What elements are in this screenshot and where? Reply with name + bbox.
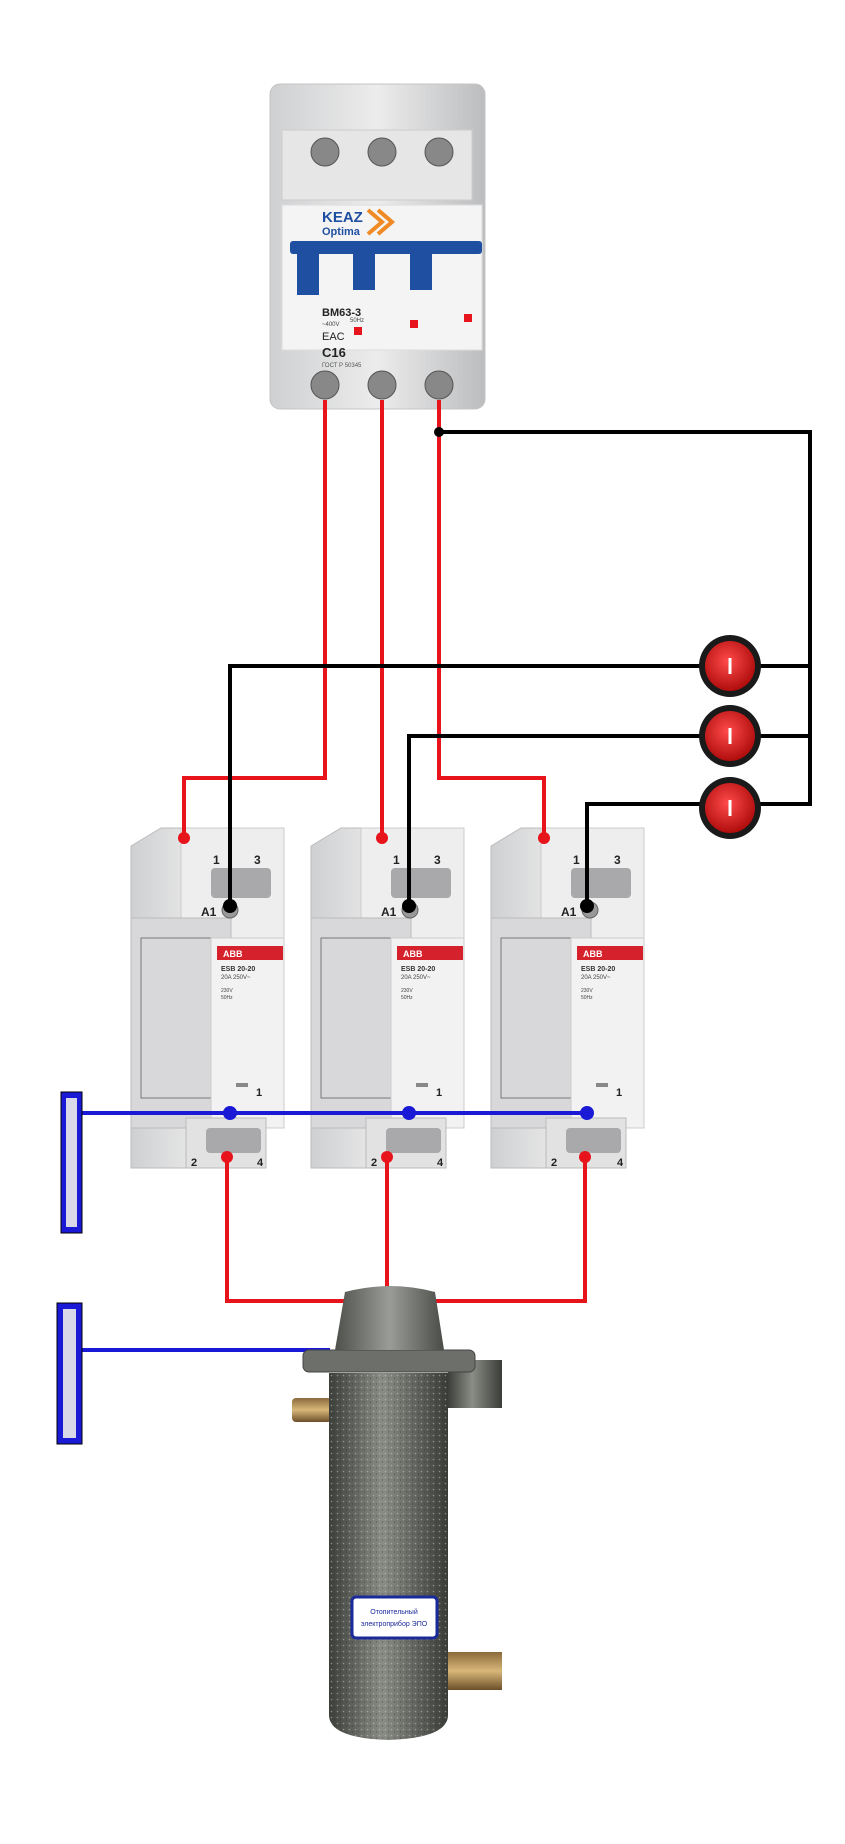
breaker-model: ВМ63-3 [322, 307, 361, 319]
control-supply-wire [439, 430, 812, 806]
terminal-2-label: 2 [191, 1157, 197, 1169]
control-wire-3 [585, 802, 700, 904]
inlet-pipe [448, 1652, 502, 1690]
keaz-logo-icon [366, 208, 396, 236]
contactor-model: ESB 20-20 [401, 966, 435, 973]
heater-label-line2: электроприбор ЭПО [361, 1620, 428, 1628]
rocker-switch-1[interactable] [699, 635, 761, 697]
phase-wire-l1 [182, 400, 327, 836]
contactor-coil-frequency: 50Hz [221, 995, 233, 1001]
breaker-rating: C16 [322, 345, 346, 360]
heater-label-line1: Отопительный [370, 1608, 418, 1616]
electric-heater: Отопительный электроприбор ЭПО [292, 1286, 502, 1740]
abb-brand-strip [577, 946, 643, 960]
abb-brand-strip [217, 946, 283, 960]
load-wires [225, 1157, 587, 1303]
breaker-cert: EAC [322, 331, 345, 343]
contactor-coil-frequency: 50Hz [581, 995, 593, 1001]
terminal-a1-label: A1 [561, 905, 577, 919]
breaker-brand: KEAZ [322, 209, 363, 226]
indicator [410, 320, 418, 328]
rocker-switch-3[interactable] [699, 777, 761, 839]
breaker-standard: ГОСТ Р 50345 [322, 363, 362, 369]
contactor-brand: ABB [223, 949, 243, 959]
contactor-coil-voltage: 230V [401, 988, 413, 994]
contactor-coil-voltage: 230V [221, 988, 233, 994]
contactor-2: ABB ESB 20-20 20A 250V~ 230V 50Hz 1 3 A1… [310, 827, 465, 1169]
circuit-breaker: KEAZ Optima ВМ63-3 ~400V 50Hz EAC C16 ГО… [269, 83, 486, 410]
terminal-4-label: 4 [617, 1157, 624, 1169]
power-symbol-icon [728, 728, 732, 744]
rocker-switch-2[interactable] [699, 705, 761, 767]
terminal-1-bottom-label: 1 [616, 1087, 622, 1099]
breaker-series: Optima [322, 226, 361, 238]
terminal-1-label: 1 [573, 853, 580, 867]
terminal-a1-label: A1 [381, 905, 397, 919]
control-wires [223, 427, 812, 913]
abb-brand-strip [397, 946, 463, 960]
contactor-model: ESB 20-20 [221, 966, 255, 973]
breaker-frequency: 50Hz [350, 318, 364, 324]
contactor-1: ABB ESB 20-20 20A 250V~ 230V 50Hz 1 3 A1… [130, 827, 285, 1169]
contactor-specs: 20A 250V~ [401, 975, 431, 981]
heater-cap [335, 1286, 444, 1350]
terminal-4-label: 4 [257, 1157, 264, 1169]
breaker-toggle-bar[interactable] [290, 241, 482, 254]
contactor-specs: 20A 250V~ [221, 975, 251, 981]
contactor-3: ABB ESB 20-20 20A 250V~ 230V 50Hz 1 3 A1… [490, 827, 645, 1169]
breaker-voltage: ~400V [322, 322, 340, 328]
terminal-4-label: 4 [437, 1157, 444, 1169]
indicator [464, 314, 472, 322]
contactor-brand: ABB [403, 949, 423, 959]
power-symbol-icon [728, 658, 732, 674]
contactor-specs: 20A 250V~ [581, 975, 611, 981]
bottom-terminal-screws [310, 370, 454, 400]
terminal-2-label: 2 [371, 1157, 377, 1169]
terminal-3-label: 3 [434, 853, 441, 867]
terminal-1-label: 1 [213, 853, 220, 867]
terminal-1-bottom-label: 1 [256, 1087, 262, 1099]
terminal-a1-label: A1 [201, 905, 217, 919]
flange [302, 1349, 476, 1373]
top-terminal-screws [310, 137, 454, 167]
contactor-coil-frequency: 50Hz [401, 995, 413, 1001]
terminal-2-label: 2 [551, 1157, 557, 1169]
terminal-1-label: 1 [393, 853, 400, 867]
contactor-brand: ABB [583, 949, 603, 959]
power-symbol-icon [728, 800, 732, 816]
contactor-coil-voltage: 230V [581, 988, 593, 994]
phase-wire-l3 [437, 400, 546, 836]
contactor-model: ESB 20-20 [581, 966, 615, 973]
ground-busbar [56, 1302, 83, 1445]
control-wire-2 [407, 734, 700, 904]
neutral-wires [82, 1106, 594, 1352]
indicator [354, 327, 362, 335]
neutral-busbar [60, 1091, 83, 1234]
terminal-3-label: 3 [614, 853, 621, 867]
terminal-1-bottom-label: 1 [436, 1087, 442, 1099]
heater-label [350, 1595, 439, 1640]
sensor-fitting [292, 1398, 332, 1422]
control-wire-1 [228, 664, 700, 904]
terminal-3-label: 3 [254, 853, 261, 867]
